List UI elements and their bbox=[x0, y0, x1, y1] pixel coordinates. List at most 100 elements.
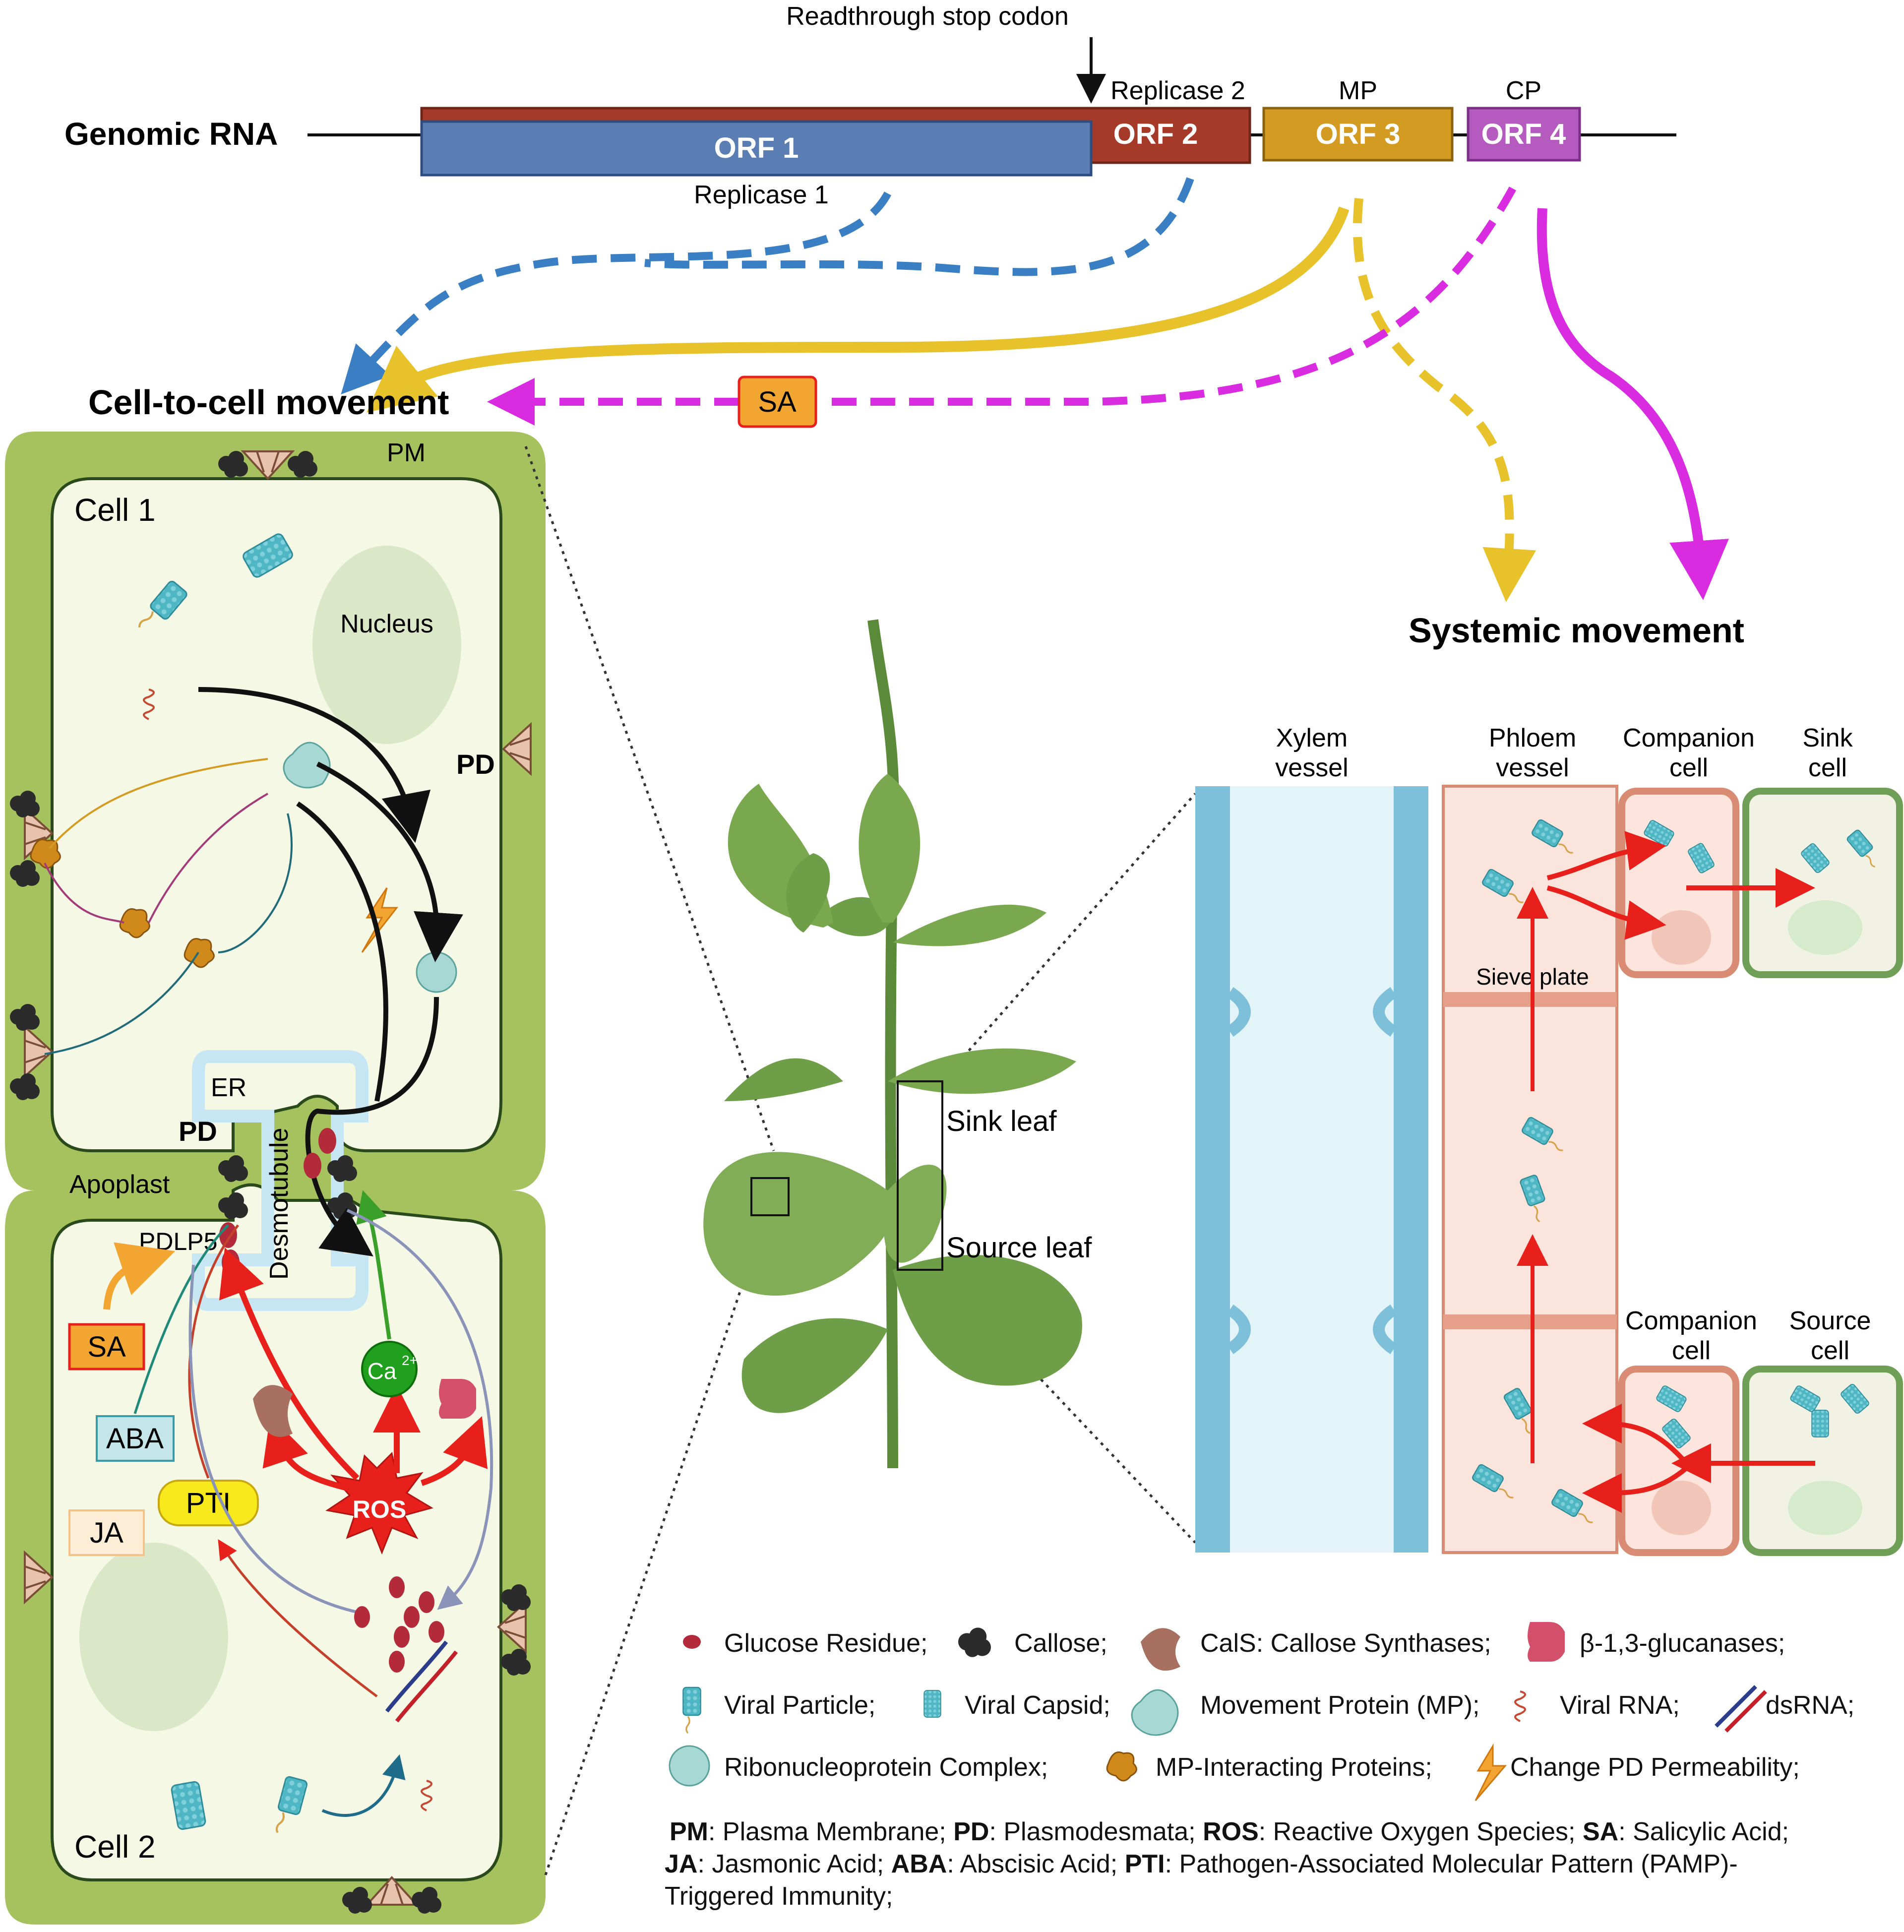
orf1-block bbox=[420, 120, 1093, 177]
orf3-block bbox=[1262, 107, 1454, 162]
legend-glucose-icon bbox=[683, 1635, 701, 1649]
orf2-label: ORF 2 bbox=[1113, 118, 1198, 150]
dsrna-to-pti-arrow bbox=[218, 1539, 378, 1697]
pti-box-label: PTI bbox=[186, 1487, 231, 1519]
legend-glucanase-icon bbox=[1528, 1622, 1565, 1662]
mp-label: MP bbox=[1339, 76, 1377, 105]
glucose-line bbox=[188, 1264, 358, 1614]
leaf-zoom-box bbox=[750, 1177, 790, 1216]
leaf-top-center bbox=[859, 774, 921, 923]
legend-particle-icon bbox=[682, 1686, 702, 1734]
legend-callose-icon bbox=[958, 1627, 991, 1657]
pti-box bbox=[158, 1480, 259, 1526]
companion-to-phloem-arrow-2 bbox=[1582, 1466, 1688, 1513]
sink-leaf-label: Sink leaf bbox=[946, 1105, 1057, 1137]
legend-mp-icon bbox=[1131, 1689, 1179, 1736]
sieve-plate-2 bbox=[1443, 1314, 1617, 1329]
companion-b-label-1: Companion bbox=[1625, 1307, 1757, 1335]
leaf-left-mid bbox=[724, 1058, 843, 1101]
source-label-2: cell bbox=[1811, 1336, 1849, 1365]
mp-to-pd-arrow bbox=[296, 801, 388, 1102]
ros-to-cals-arrow bbox=[262, 1416, 348, 1491]
glucanase-to-glucose-arrow bbox=[437, 1488, 492, 1610]
ja-box bbox=[68, 1509, 145, 1556]
companion-label-2: cell bbox=[1669, 753, 1708, 782]
legend-glucose: Glucose Residue; bbox=[724, 1629, 927, 1658]
source-capsid-3 bbox=[1811, 1410, 1829, 1437]
replicase2-label: Replicase 2 bbox=[1110, 76, 1245, 105]
mip-line-2 bbox=[44, 951, 199, 1055]
particle-to-dsrna-arrow bbox=[321, 1754, 406, 1817]
abbrev-line-1: PM: Plasma Membrane; PD: Plasmodesmata; … bbox=[670, 1817, 1789, 1846]
sieve-plate-1 bbox=[1443, 992, 1617, 1007]
phloem-label-2: vessel bbox=[1496, 753, 1569, 782]
ca-superscript: 2+ bbox=[402, 1353, 418, 1368]
pd-center-label: PD bbox=[179, 1116, 217, 1147]
legend-dsrna-icon-a bbox=[1715, 1685, 1757, 1728]
mp-systemic-arrow bbox=[1352, 198, 1536, 602]
legend-dsrna: dsRNA; bbox=[1766, 1691, 1854, 1720]
legend-cals-icon bbox=[1141, 1628, 1180, 1671]
glucose-2 bbox=[419, 1591, 434, 1613]
legend-rnp-icon bbox=[669, 1745, 710, 1787]
xylem-label-2: vessel bbox=[1275, 753, 1348, 782]
xylem-label-1: Xylem bbox=[1276, 724, 1348, 752]
rnp-cell1 bbox=[416, 951, 457, 993]
legend-pd-perm: Change PD Permeability; bbox=[1510, 1753, 1800, 1782]
ros-label: ROS bbox=[353, 1496, 406, 1523]
nucleus-cell2 bbox=[79, 1543, 228, 1731]
ja-box-label: JA bbox=[90, 1517, 123, 1549]
er-label: ER bbox=[211, 1073, 246, 1102]
ca-to-pd-arrow bbox=[356, 1190, 391, 1340]
xylem-pits bbox=[1227, 987, 1397, 1354]
cals-icon bbox=[253, 1385, 293, 1437]
zoom-line-3 bbox=[936, 793, 1196, 1087]
legend-cals: CalS: Callose Synthases; bbox=[1200, 1629, 1491, 1658]
aba-box-label: ABA bbox=[106, 1423, 164, 1455]
apoplast-label: Apoplast bbox=[69, 1170, 170, 1199]
stem bbox=[867, 619, 899, 1469]
genome-map: Genomic RNA Readthrough stop codon ORF 1… bbox=[64, 2, 1676, 209]
abbrev-line-3: Triggered Immunity; bbox=[665, 1882, 893, 1911]
sa-box bbox=[68, 1323, 145, 1371]
zoom-line-2 bbox=[544, 1190, 775, 1875]
glucose-1 bbox=[389, 1576, 405, 1598]
orf4-block bbox=[1467, 107, 1581, 162]
mip-line-1 bbox=[44, 863, 124, 924]
sink-cell-nucleus bbox=[1788, 900, 1862, 955]
ca-circle bbox=[361, 1341, 418, 1397]
cell-to-cell-title: Cell-to-cell movement bbox=[88, 383, 449, 422]
xylem-vessel bbox=[1195, 786, 1428, 1553]
aba-line bbox=[133, 1224, 229, 1414]
rnp-through-pd-arrow bbox=[305, 997, 439, 1256]
legend-mp: Movement Protein (MP); bbox=[1200, 1691, 1480, 1720]
glucose-pd-2 bbox=[304, 1153, 321, 1179]
sa-box-label: SA bbox=[87, 1331, 126, 1363]
legend-bolt-icon bbox=[1474, 1743, 1507, 1801]
nucleus-cell1 bbox=[312, 546, 461, 744]
source-label-1: Source bbox=[1789, 1307, 1871, 1335]
replicase2-arrow bbox=[644, 177, 1194, 276]
leaf-sprout-1 bbox=[786, 853, 830, 933]
plant: Sink leaf Source leaf bbox=[703, 619, 1092, 1469]
desmotubule-label: Desmotubule bbox=[265, 1128, 294, 1280]
pd-right-label: PD bbox=[456, 748, 495, 780]
source-cell-nucleus bbox=[1788, 1481, 1862, 1535]
xylem-wall-right bbox=[1394, 786, 1428, 1553]
petiole-zoom-box bbox=[897, 1080, 943, 1271]
ca-label: Ca bbox=[368, 1358, 397, 1384]
sink-leaf-shape bbox=[888, 1048, 1076, 1094]
readthrough-label: Readthrough stop codon bbox=[786, 2, 1069, 31]
abbrev-line-2: JA: Jasmonic Acid; ABA: Abscisic Acid; P… bbox=[665, 1850, 1738, 1878]
orf1-label: ORF 1 bbox=[714, 132, 799, 164]
leaf-right-top bbox=[893, 904, 1046, 946]
source-leaf-left bbox=[703, 1152, 894, 1296]
sa-arrow bbox=[103, 1242, 176, 1310]
sink-label-1: Sink bbox=[1802, 724, 1853, 752]
movement-arrows: SA Cell-to-cell movement Systemic moveme… bbox=[88, 177, 1744, 650]
legend-viral-rna: Viral RNA; bbox=[1560, 1691, 1680, 1720]
pd-to-glucanase-line bbox=[346, 1209, 493, 1489]
genome-title: Genomic RNA bbox=[64, 116, 278, 152]
leaf-lower-left bbox=[741, 1318, 888, 1413]
dsrna-strand-2 bbox=[395, 1650, 458, 1723]
